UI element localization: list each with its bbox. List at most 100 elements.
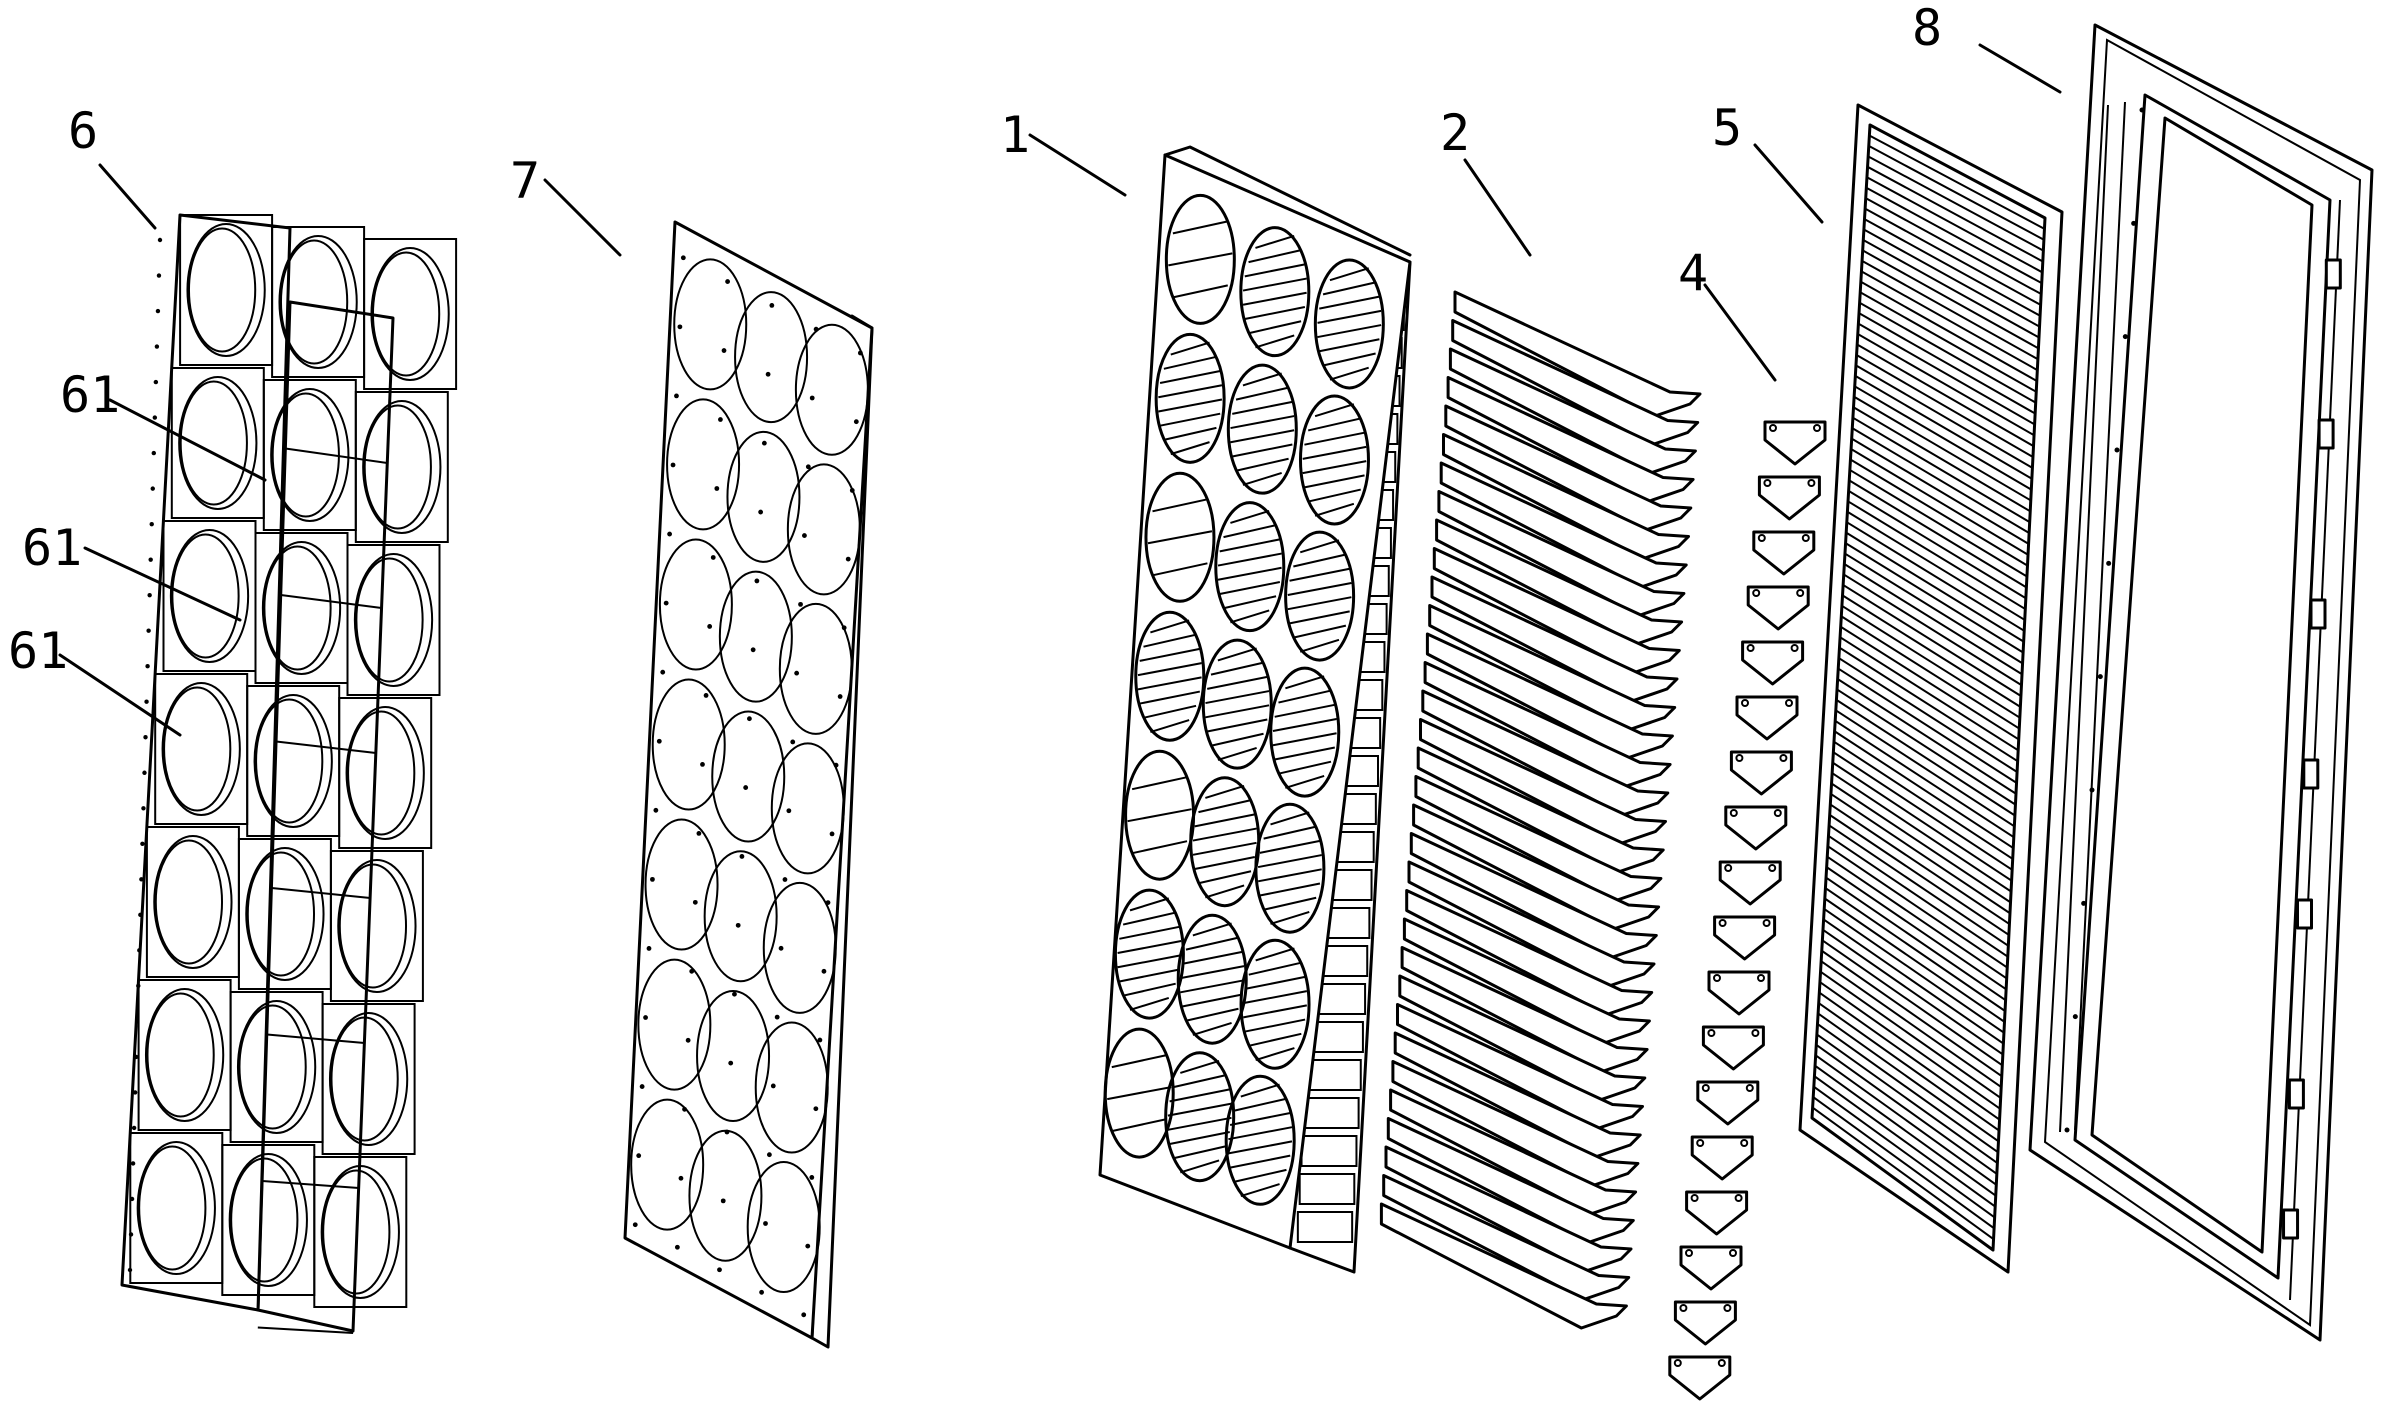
grille-slat — [1826, 866, 2007, 991]
louver-slat — [1172, 284, 1228, 299]
louver-slat — [1278, 760, 1332, 775]
fan-opening-inner — [322, 1169, 391, 1295]
part-labels: 6 7 1 2 4 5 8 61 61 61 — [8, 0, 1942, 680]
bracket — [1718, 860, 1782, 906]
fan-opening-inner — [363, 404, 432, 530]
bracket — [1673, 1300, 1737, 1346]
fan-opening-inner — [263, 545, 332, 671]
plate-bolt-hole — [725, 279, 730, 284]
louver-slat — [1198, 870, 1252, 885]
plate-hole — [786, 463, 861, 596]
louver-slat — [1287, 581, 1352, 596]
housing-opening — [1239, 226, 1311, 358]
label-1: 1 — [1000, 106, 1030, 164]
grille-slat — [1855, 364, 2033, 469]
louver-blade — [1419, 718, 1667, 845]
frame-screw — [2097, 674, 2103, 680]
louver-slat — [1217, 566, 1282, 581]
bolt-dot — [153, 379, 159, 385]
label-61-b: 61 — [22, 519, 82, 577]
louver-slat — [1257, 868, 1322, 883]
louver-blade — [1391, 1060, 1640, 1187]
bracket-hole — [1752, 589, 1761, 597]
louver-slat — [1319, 295, 1380, 310]
louver-slat — [1242, 372, 1282, 387]
louver-slat — [1169, 1131, 1230, 1146]
grille-slat — [1863, 228, 2041, 328]
grille-slat — [1864, 218, 2041, 317]
fan-opening-inner — [179, 380, 248, 506]
fan-opening-inner — [238, 1004, 307, 1130]
grille-slat — [1845, 531, 2025, 643]
louver-blade — [1446, 376, 1695, 503]
side-segment-line — [257, 1326, 354, 1334]
plate-bolt-hole — [646, 946, 652, 951]
bracket-hole — [1807, 479, 1816, 487]
louver-slat — [1169, 1088, 1230, 1103]
grille-slat — [1840, 615, 2020, 730]
louver-slat — [1244, 975, 1306, 990]
fan-opening — [320, 1165, 400, 1299]
fan-opening-inner — [347, 710, 416, 836]
fan-opening — [136, 1141, 216, 1275]
leader-61-c — [58, 653, 182, 737]
bracket-hole — [1729, 1249, 1737, 1257]
plate-bolt-hole — [761, 440, 767, 446]
louver-slat — [1131, 776, 1188, 791]
louver-slat — [1274, 746, 1336, 761]
bracket — [1679, 1245, 1743, 1291]
louver-slat — [1185, 1007, 1239, 1022]
grille-slat — [1822, 929, 2004, 1056]
fan-cell-frame — [338, 697, 433, 849]
plate-bolt-hole — [802, 533, 807, 538]
grille-slat — [1823, 918, 2004, 1045]
bracket-hole — [1768, 864, 1777, 872]
plate-bolt-hole — [718, 417, 723, 422]
frame-screw — [2139, 107, 2145, 113]
louver-slat — [1107, 1086, 1172, 1101]
bracket-hole — [1741, 699, 1749, 707]
grille-slat — [1854, 374, 2033, 480]
fan-opening — [337, 859, 417, 993]
bolt-dot — [138, 912, 143, 918]
plate-bolt-hole — [790, 739, 796, 745]
label-2: 2 — [1440, 104, 1470, 162]
housing-opening — [1134, 610, 1206, 742]
plate-bolt-hole — [643, 1015, 648, 1020]
louver-slat — [1170, 341, 1210, 356]
louver-slat — [1235, 386, 1289, 401]
part-6-fan-panel — [120, 213, 458, 1334]
fan-opening-inner — [371, 251, 441, 377]
fan-opening — [169, 529, 250, 663]
plate-bolt-hole — [849, 488, 855, 493]
housing-opening — [1214, 501, 1286, 633]
plate-hole — [794, 323, 869, 456]
grille-slat — [1825, 876, 2007, 1001]
grille-slat — [1856, 354, 2034, 458]
louver-slat — [1111, 1054, 1167, 1069]
bolt-dot — [146, 628, 151, 633]
louver-slat — [1317, 324, 1382, 339]
bolt-dot — [134, 1054, 139, 1060]
louver-slat — [1248, 249, 1302, 264]
fan-opening — [370, 247, 450, 381]
louver-slat — [1243, 1004, 1308, 1019]
louver-slat — [1192, 827, 1257, 842]
louver-slat — [1210, 661, 1264, 676]
plate-bolt-hole — [677, 324, 683, 330]
bolt-dot — [144, 699, 149, 704]
louver-slat — [1293, 624, 1347, 639]
leader-2 — [1463, 158, 1532, 257]
fan-cell-frame — [329, 850, 424, 1002]
louver-blade — [1384, 1145, 1633, 1273]
louver-slat — [1168, 252, 1233, 267]
fan-opening-inner — [355, 557, 424, 683]
bracket-hole — [1762, 919, 1771, 927]
plate-bolt-hole — [747, 716, 752, 722]
hinge — [2287, 1078, 2305, 1110]
louver-slat — [1137, 676, 1202, 691]
part-1-top-edge — [1163, 145, 1412, 257]
side-segment-line — [285, 447, 388, 464]
plate-bolt-hole — [724, 1129, 730, 1135]
bolt-dot — [142, 770, 147, 775]
